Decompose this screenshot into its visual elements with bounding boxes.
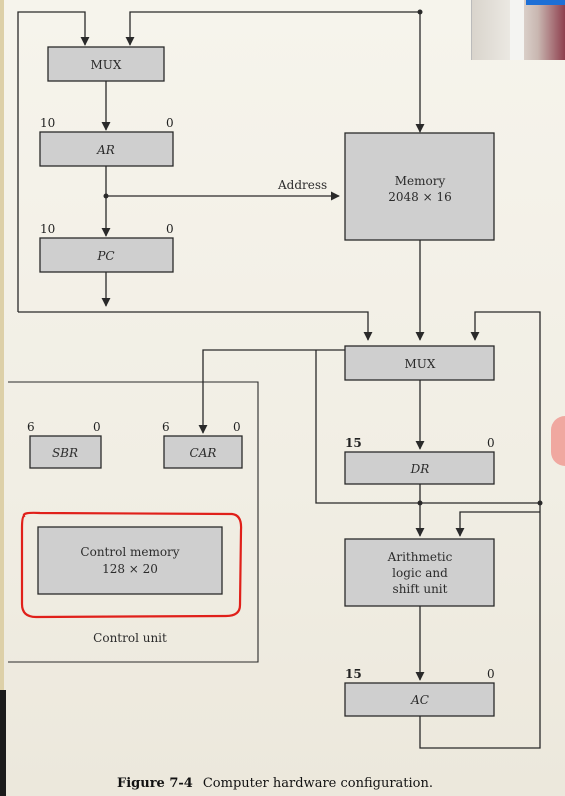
alu-label-line3: shift unit: [393, 582, 448, 596]
pc-label: PC: [96, 249, 114, 263]
wire-bus-mid: [315, 350, 540, 504]
sbr-bit-hi: 6: [27, 420, 35, 434]
mux-top-box: [47, 46, 165, 82]
junction-dot-address: [103, 193, 109, 199]
left-edge-strip: [0, 0, 4, 690]
wire-mux-to-car: [198, 349, 346, 434]
pc-bit-hi: 10: [40, 222, 55, 236]
dr-bit-hi: 15: [345, 436, 362, 450]
dr-box: [344, 451, 495, 485]
ac-bit-lo: 0: [487, 667, 495, 681]
ac-label: AC: [410, 693, 429, 707]
mux-top-label: MUX: [91, 58, 122, 72]
side-tab-handle[interactable]: [551, 416, 565, 466]
red-highlight-annotation: [20, 511, 243, 619]
sbr-box: [29, 435, 102, 469]
pc-box: [39, 237, 174, 273]
control-unit-label: Control unit: [93, 631, 167, 645]
junction-dot-dr: [417, 500, 423, 506]
alu-box: [344, 538, 495, 607]
car-label: CAR: [190, 446, 217, 460]
sbr-label: SBR: [52, 446, 78, 460]
figure-caption: Figure 7-4 Computer hardware configuratio…: [117, 776, 433, 791]
car-bit-lo: 0: [233, 420, 241, 434]
memory-box: [344, 132, 495, 241]
thumbnail-badge: [526, 0, 565, 5]
junction-dot-right: [537, 500, 543, 506]
dr-label: DR: [410, 462, 430, 476]
wire-left-loop-to-mux-top: [17, 11, 90, 312]
ar-label: AR: [96, 143, 115, 157]
mux-mid-label: MUX: [405, 357, 436, 371]
memory-size-label: 2048 × 16: [388, 190, 452, 204]
control-memory-label: Control memory: [80, 545, 179, 559]
wire-ac-feedback: [419, 311, 541, 749]
wire-bus-to-mux-mid: [18, 311, 373, 341]
ar-box: [39, 131, 174, 167]
dr-bit-lo: 0: [487, 436, 495, 450]
ar-bit-hi: 10: [40, 116, 55, 130]
control-unit-outline: [8, 381, 259, 663]
ac-bit-hi: 15: [345, 667, 362, 681]
left-dark-strip: [0, 690, 6, 796]
wire-ac-to-alu: [455, 511, 540, 537]
address-label: Address: [277, 178, 327, 192]
control-memory-box: [37, 526, 223, 595]
figure-number: Figure 7-4: [117, 776, 193, 791]
pc-bit-lo: 0: [166, 222, 174, 236]
figure-caption-text: Computer hardware configuration.: [203, 776, 433, 791]
memory-label: Memory: [395, 174, 446, 188]
ar-bit-lo: 0: [166, 116, 174, 130]
ac-box: [344, 682, 495, 717]
thumbnail-shelf: [510, 0, 524, 60]
webcam-thumbnail: [471, 0, 565, 60]
alu-label-line2: logic and: [392, 566, 448, 580]
alu-label-line1: Arithmetic: [387, 550, 453, 564]
control-memory-size-label: 128 × 20: [102, 562, 158, 576]
car-bit-hi: 6: [162, 420, 170, 434]
car-box: [163, 435, 243, 469]
wire-bus-to-mux-top-right: [125, 11, 420, 46]
junction-dot-top: [417, 9, 423, 15]
mux-mid-box: [344, 345, 495, 381]
sbr-bit-lo: 0: [93, 420, 101, 434]
